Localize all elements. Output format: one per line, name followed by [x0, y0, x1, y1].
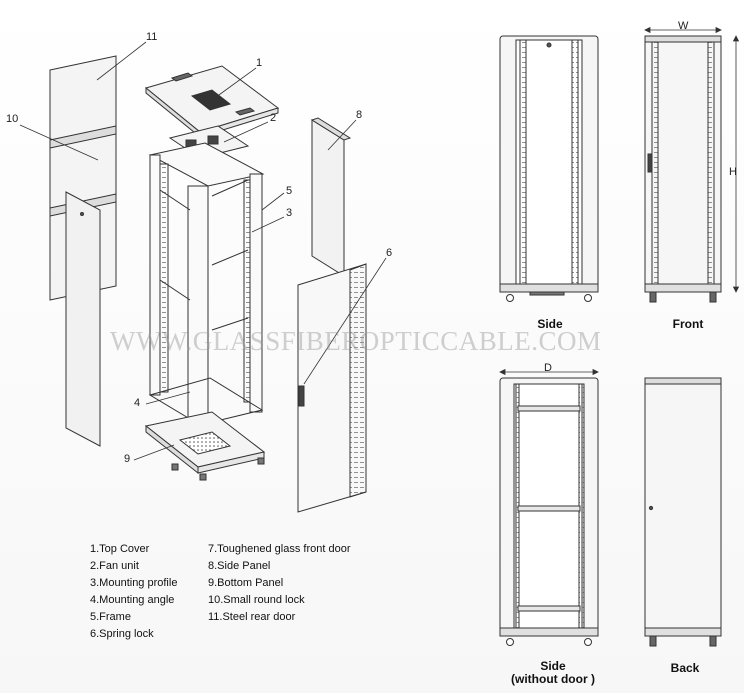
legend-item: 10.Small round lock: [208, 594, 305, 606]
side-without-door-label: Side (without door ): [498, 660, 608, 685]
front-view-label: Front: [672, 317, 704, 331]
legend-item: 2.Fan unit: [90, 560, 139, 572]
frame-part: [148, 142, 265, 431]
legend-item: 11.Steel rear door: [208, 611, 296, 623]
back-view-label: Back: [670, 661, 700, 675]
front-view-drawing: [644, 35, 722, 303]
legend-item: 8.Side Panel: [208, 560, 271, 572]
callout-4: 4: [134, 397, 141, 409]
side-without-door-drawing: [499, 377, 599, 646]
side-view-drawing: [499, 35, 599, 302]
left-side-panel-part: [65, 191, 101, 447]
legend-left-column: 1.Top Cover 2.Fan unit 3.Mounting profil…: [90, 541, 177, 643]
side-without-door-label-line2: (without door ): [511, 671, 595, 686]
bottom-panel-part: [144, 411, 266, 481]
legend-item: 1.Top Cover: [90, 543, 150, 555]
callout-5: 5: [286, 185, 293, 197]
callout-8: 8: [356, 109, 363, 121]
callout-10: 10: [6, 113, 19, 125]
side-without-door-label-line1: Side: [540, 659, 566, 673]
right-side-panel-part: [310, 117, 352, 277]
callout-9: 9: [124, 453, 131, 465]
legend-item: 6.Spring lock: [90, 628, 154, 640]
legend-item: 4.Mounting angle: [90, 594, 175, 606]
legend-item: 7.Toughened glass front door: [208, 543, 351, 555]
callout-1: 1: [256, 57, 263, 69]
height-dimension-label: H: [729, 166, 737, 178]
callout-2: 2: [270, 112, 277, 124]
legend-right-column: 7.Toughened glass front door 8.Side Pane…: [208, 541, 351, 626]
legend-item: 3.Mounting profile: [90, 577, 178, 589]
callout-3: 3: [286, 207, 293, 219]
width-dimension-label: W: [678, 20, 689, 32]
callout-11: 11: [146, 31, 158, 43]
legend-item: 5.Frame: [90, 611, 131, 623]
watermark: WWW.GLASSFIBEROPTICCABLE.COM: [110, 326, 602, 356]
legend-item: 9.Bottom Panel: [208, 577, 284, 589]
depth-dimension-label: D: [544, 362, 552, 374]
back-view-drawing: [644, 377, 722, 647]
side-view-label: Side: [537, 317, 563, 331]
glass-front-door-part: [297, 263, 367, 513]
callout-6: 6: [386, 247, 393, 259]
